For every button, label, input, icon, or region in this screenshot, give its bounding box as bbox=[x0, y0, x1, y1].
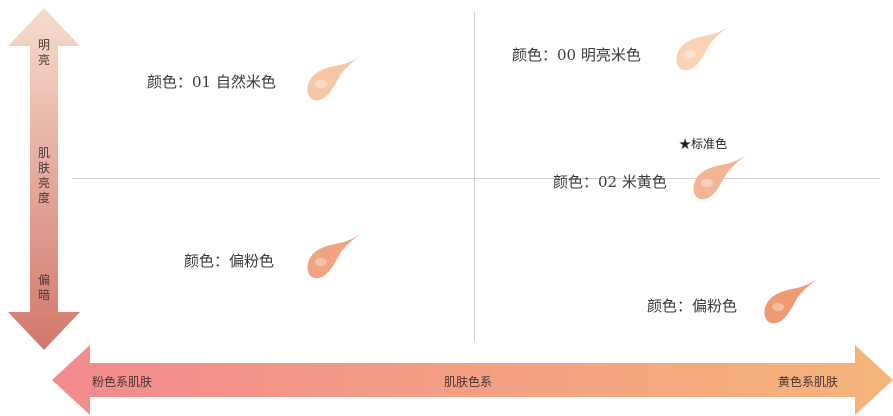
yellow-skin-label: 黄色系肌肤 bbox=[778, 375, 839, 389]
swatch-label-02-beige-yellow: 颜色：02 米黄色 bbox=[553, 173, 667, 191]
swatch-label-pinkish-left: 颜色：偏粉色 bbox=[184, 252, 275, 270]
brightness-axis-arrow bbox=[8, 8, 80, 350]
swatch-drop-02-beige-yellow bbox=[693, 153, 749, 200]
standard-color-badge: ★标准色 bbox=[679, 137, 728, 151]
brightness-high-label: 明 亮 bbox=[37, 38, 50, 67]
swatch-label-00-bright-beige: 颜色：00 明亮米色 bbox=[512, 46, 641, 64]
swatch-label-pinkish-right: 颜色：偏粉色 bbox=[647, 297, 738, 315]
skin-tone-axis-arrow bbox=[52, 345, 893, 415]
skin-brightness-label: 肌 肤 亮 度 bbox=[37, 146, 50, 205]
swatch-drop-pinkish-right bbox=[764, 277, 820, 324]
swatch-drop-01-natural-beige bbox=[307, 54, 363, 101]
skin-tone-label: 肌肤色系 bbox=[444, 375, 493, 389]
brightness-low-label: 偏 暗 bbox=[37, 273, 50, 302]
swatch-drop-pinkish-left bbox=[307, 232, 363, 279]
vertical-divider bbox=[474, 12, 475, 342]
horizontal-divider bbox=[72, 178, 880, 179]
pink-skin-label: 粉色系肌肤 bbox=[92, 375, 153, 389]
swatch-label-01-natural-beige: 颜色：01 自然米色 bbox=[147, 73, 276, 91]
swatch-drop-00-bright-beige bbox=[676, 24, 732, 71]
